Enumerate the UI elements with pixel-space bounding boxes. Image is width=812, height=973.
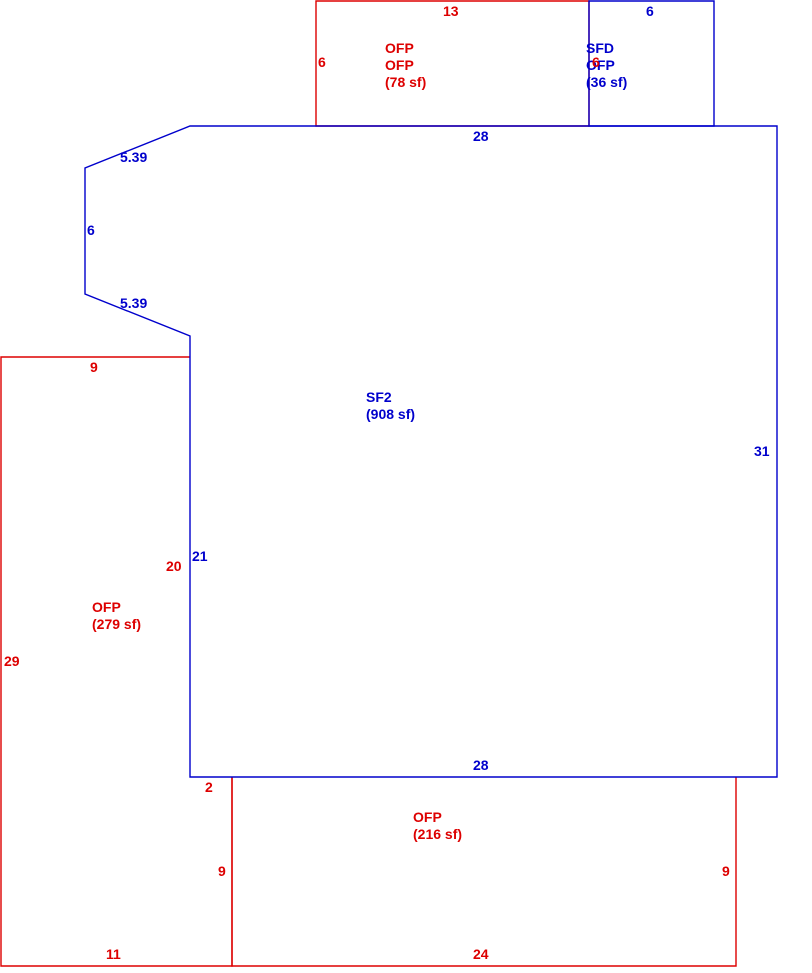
dim-ofp-top-top: 13 [443, 3, 459, 19]
dim-sf2-bay-lower: 5.39 [120, 295, 147, 311]
dim-ofp-bottom-bottom: 24 [473, 946, 489, 962]
ofp-top-size: (78 sf) [385, 74, 426, 90]
dim-sf2-bottom: 28 [473, 757, 489, 773]
dim-ofp-left-outer: 29 [4, 653, 20, 669]
dim-sf2-bay-side: 6 [87, 222, 95, 238]
dim-sf2-left: 21 [192, 548, 208, 564]
sfd-size: (36 sf) [586, 74, 627, 90]
ofp-top-subcode: OFP [385, 57, 414, 73]
sf2-outline [84, 125, 778, 778]
sfd-code: SFD [586, 40, 614, 56]
ofp-top-code: OFP [385, 40, 414, 56]
ofp-left-code: OFP [92, 599, 121, 615]
dim-ofp-bottom-left: 9 [218, 863, 226, 879]
ofp-left-size: (279 sf) [92, 616, 141, 632]
dim-ofp-left-inner: 20 [166, 558, 182, 574]
ofp-top-porch: OFP OFP (78 sf) 13 6 [315, 0, 590, 127]
ofp-top-outline [315, 0, 590, 127]
sfd-subcode: OFP [586, 57, 615, 73]
sfd-area: SFD OFP (36 sf) 6 6 [586, 0, 715, 127]
dim-ofp-bottom-step: 2 [205, 779, 213, 795]
ofp-left-outline [0, 356, 233, 967]
dim-ofp-top-left: 6 [318, 54, 326, 70]
dim-ofp-bottom-right: 9 [722, 863, 730, 879]
ofp-bottom-porch: OFP (216 sf) 9 9 24 [218, 777, 737, 967]
dim-sf2-bay-upper: 5.39 [120, 149, 147, 165]
dim-ofp-left-top: 9 [90, 359, 98, 375]
ofp-bottom-code: OFP [413, 809, 442, 825]
dim-sfd-top: 6 [646, 3, 654, 19]
sf2-code: SF2 [366, 389, 392, 405]
ofp-bottom-size: (216 sf) [413, 826, 462, 842]
ofp-left-porch: OFP (279 sf) 9 20 29 11 2 [0, 356, 233, 967]
dim-ofp-left-bottom: 11 [106, 946, 121, 962]
dim-sfd-left: 6 [592, 54, 600, 70]
dim-sf2-top: 28 [473, 128, 489, 144]
sf2-size: (908 sf) [366, 406, 415, 422]
dim-sf2-right: 31 [754, 443, 770, 459]
sf2-area: SF2 (908 sf) 28 5.39 6 5.39 31 21 28 [84, 125, 778, 778]
ofp-bottom-outline [231, 777, 737, 967]
